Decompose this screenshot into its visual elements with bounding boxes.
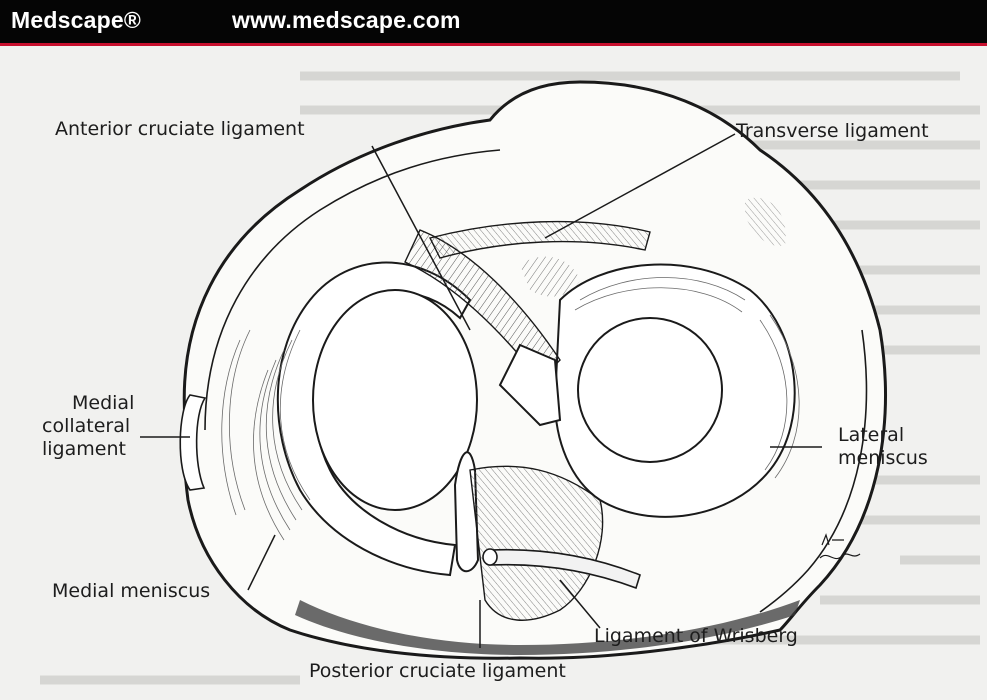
label-lateral-meniscus: Lateral meniscus xyxy=(838,424,968,470)
label-transverse-ligament: Transverse ligament xyxy=(736,120,929,143)
label-medial-collateral-line-1: Medial xyxy=(42,392,162,415)
brand-name: Medscape® xyxy=(11,7,141,34)
label-lateral-meniscus-line-2: meniscus xyxy=(838,447,968,470)
label-lateral-meniscus-line-1: Lateral xyxy=(838,424,968,447)
label-medial-collateral-line-2: collateral xyxy=(42,415,162,438)
label-medial-collateral-line-3: ligament xyxy=(42,438,162,461)
knee-diagram: Anterior cruciate ligament Transverse li… xyxy=(0,46,987,700)
site-header: Medscape® www.medscape.com xyxy=(0,0,987,46)
label-anterior-cruciate-ligament: Anterior cruciate ligament xyxy=(55,118,305,141)
site-url: www.medscape.com xyxy=(232,7,461,34)
label-posterior-cruciate-ligament: Posterior cruciate ligament xyxy=(309,660,566,683)
label-medial-meniscus: Medial meniscus xyxy=(52,580,210,603)
label-ligament-of-wrisberg: Ligament of Wrisberg xyxy=(594,625,798,648)
label-medial-collateral-ligament: Medial collateral ligament xyxy=(42,392,162,461)
